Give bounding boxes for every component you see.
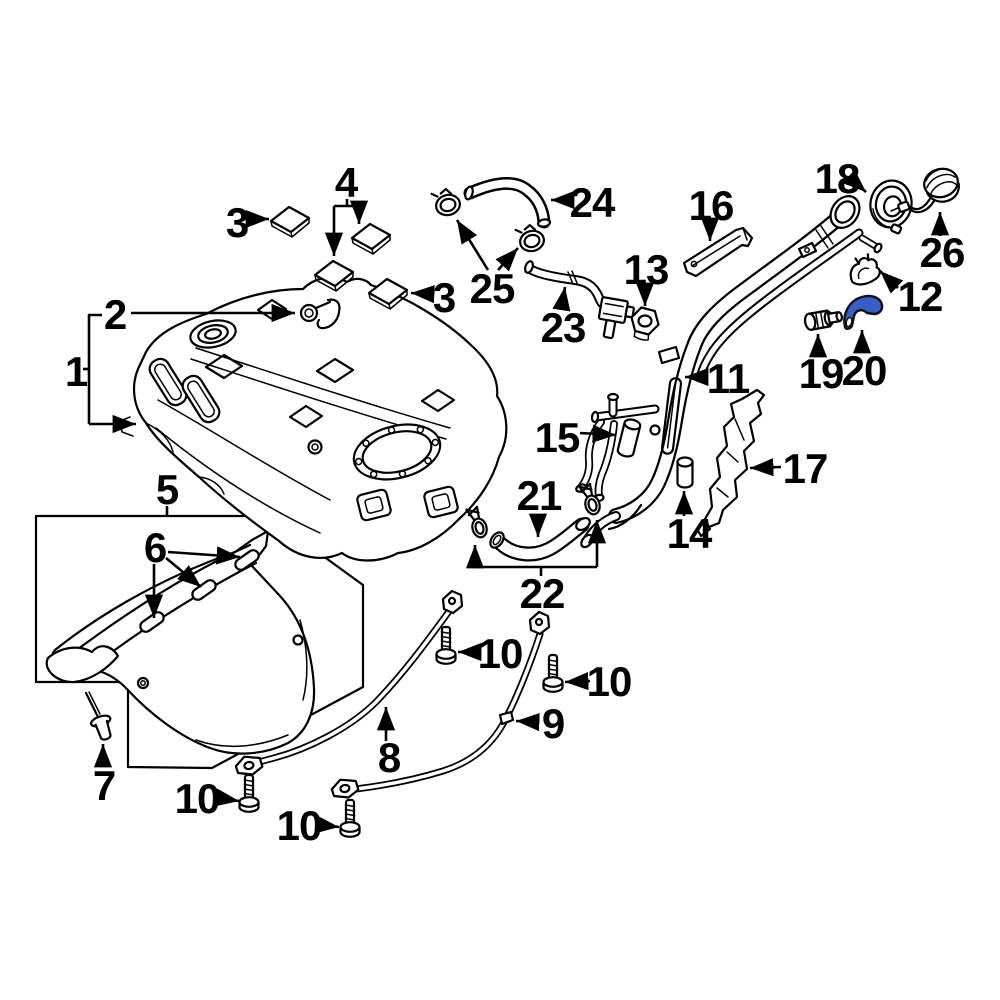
leader-18 (842, 169, 867, 193)
strap-8-drawing (250, 589, 464, 768)
bracket-16-drawing (682, 226, 754, 278)
strap-9-tab (498, 710, 515, 726)
leader-10-d (314, 815, 340, 834)
nut-13-drawing (630, 306, 660, 341)
part-label-10-c: 10 (175, 775, 220, 822)
part-label-15: 15 (535, 414, 580, 461)
callout-labels: 1 2 3 3 4 5 6 7 8 9 10 10 10 10 11 12 13… (65, 155, 966, 849)
hose-24-drawing (463, 177, 552, 229)
pad-3-right (367, 277, 409, 310)
part-label-12: 12 (898, 273, 943, 320)
part-label-3-upper: 3 (226, 199, 248, 246)
part-label-7: 7 (93, 762, 115, 809)
part-label-10-a: 10 (478, 630, 523, 677)
part-label-19: 19 (799, 350, 844, 397)
leader-25-b (495, 247, 519, 272)
clamp-22-left (465, 504, 490, 541)
pipe-23-drawing (524, 260, 635, 340)
bolt-10-strap8-top (435, 625, 457, 665)
leader-9 (515, 712, 540, 732)
leader-6-b (165, 556, 202, 589)
valve-19-drawing (803, 309, 843, 331)
bolt-10-strap8-bottom (238, 773, 260, 813)
part-label-22: 22 (520, 570, 565, 617)
pad-4-lower (313, 259, 355, 292)
seal-ring-18-drawing (869, 179, 913, 235)
leader-6-a (167, 546, 241, 565)
part-label-21: 21 (517, 472, 562, 519)
bolt-10-strap9-bottom (339, 798, 361, 838)
part-label-5: 5 (156, 466, 179, 513)
leader-17 (749, 458, 782, 477)
pipe-15-drawing (575, 392, 660, 503)
leader-12 (879, 270, 904, 294)
leader-3-right (410, 285, 435, 304)
part-label-11: 11 (707, 355, 750, 402)
part-label-24: 24 (570, 179, 616, 226)
clip-12-drawing (849, 253, 881, 286)
part-label-8: 8 (378, 734, 401, 781)
sleeve-14-drawing (676, 456, 694, 489)
shield-17-drawing (695, 388, 766, 538)
leader-lines (83, 169, 950, 834)
part-label-17: 17 (783, 445, 828, 492)
clamp-25-a (430, 185, 464, 220)
leader-25-a (455, 219, 490, 271)
bolt-10-strap9-top (542, 653, 564, 693)
part-label-9: 9 (542, 700, 564, 747)
pad-4-right (350, 222, 392, 255)
part-label-10-b: 10 (587, 658, 632, 705)
part-label-13: 13 (624, 246, 669, 293)
part-label-14: 14 (667, 510, 713, 557)
hose-20-highlighted-drawing (843, 294, 884, 330)
leader-23 (552, 286, 571, 312)
hose-22-drawing (489, 516, 591, 562)
leader-10-c (214, 788, 240, 807)
part-label-25: 25 (470, 265, 515, 312)
leader-15 (579, 424, 617, 443)
fuel-pump-drawing (299, 298, 341, 330)
part-label-2: 2 (104, 291, 126, 338)
strap-9-drawing (352, 610, 551, 793)
pin-7-drawing (84, 691, 112, 741)
leader-10-b (564, 671, 591, 691)
part-label-1: 1 (65, 348, 88, 395)
part-label-4: 4 (335, 159, 359, 206)
fuel-cap-26-drawing (890, 167, 960, 214)
part-label-10-d: 10 (277, 802, 322, 849)
part-label-18: 18 (815, 155, 860, 202)
part-label-26: 26 (920, 229, 965, 276)
cage-nut-strap8 (233, 752, 265, 779)
pad-3-upper (269, 205, 311, 238)
part-label-3-right: 3 (433, 274, 455, 321)
part-label-23: 23 (541, 304, 586, 351)
part-label-20: 20 (842, 347, 887, 394)
part-label-6: 6 (144, 524, 166, 571)
fuel-tank-drawing (119, 276, 508, 562)
cage-nut-strap9 (329, 775, 361, 802)
part-label-16: 16 (689, 182, 734, 229)
